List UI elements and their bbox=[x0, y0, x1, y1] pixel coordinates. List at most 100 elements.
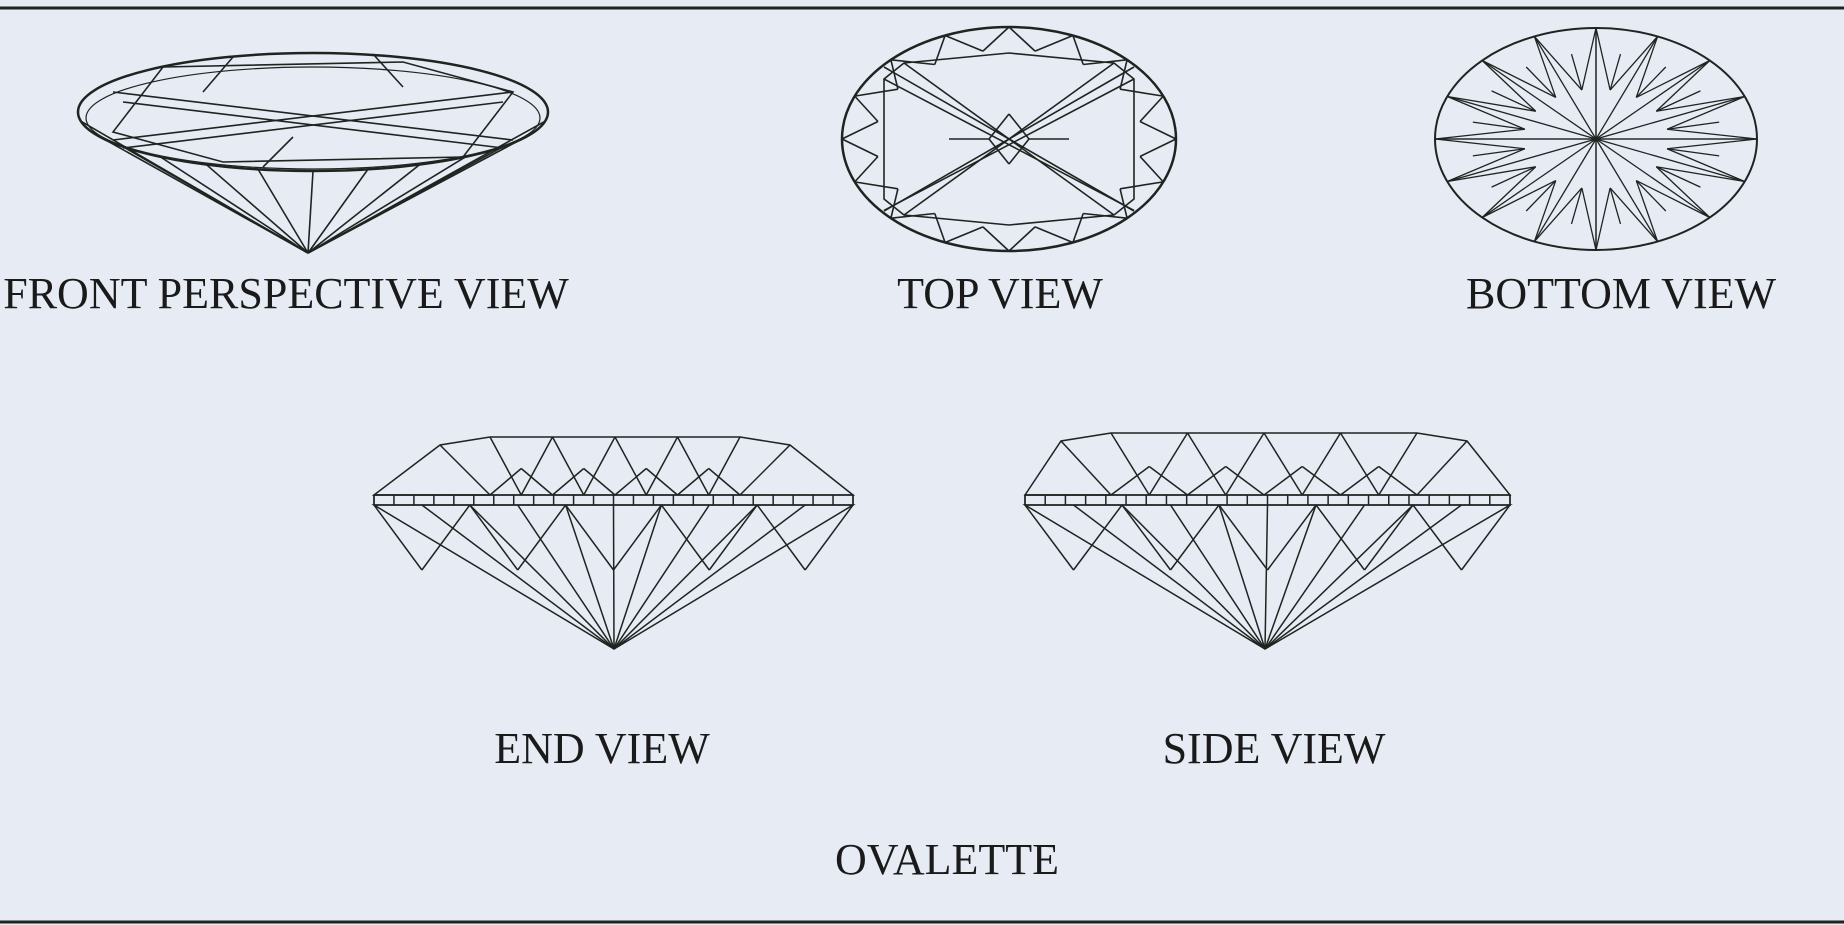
facet-line bbox=[1533, 36, 1597, 140]
facet-outline bbox=[111, 61, 515, 163]
facet-line bbox=[1340, 465, 1380, 496]
facet-line bbox=[645, 436, 679, 496]
facet-line bbox=[1481, 166, 1537, 218]
facet-line bbox=[489, 467, 522, 496]
facet-line bbox=[1595, 138, 1745, 183]
facet-line bbox=[890, 59, 935, 66]
facet-line bbox=[1595, 95, 1745, 140]
facet-line bbox=[1434, 128, 1526, 140]
facet-line bbox=[205, 163, 309, 254]
facet-line bbox=[262, 136, 294, 168]
facet-line bbox=[1119, 181, 1164, 190]
facet-line bbox=[517, 504, 567, 571]
facet-line bbox=[612, 504, 663, 571]
facet-line bbox=[1635, 180, 1667, 212]
facet-line bbox=[1447, 95, 1536, 112]
facet-line bbox=[1570, 187, 1583, 225]
facet-line bbox=[1666, 138, 1758, 150]
facet-line bbox=[982, 226, 1010, 252]
facet-line bbox=[1121, 504, 1172, 571]
facet-line bbox=[1378, 432, 1418, 496]
facet-line bbox=[1034, 34, 1074, 52]
facet-line bbox=[1263, 465, 1303, 496]
facet-line bbox=[1447, 166, 1536, 183]
facet-line bbox=[307, 145, 504, 254]
facet-line bbox=[489, 436, 522, 496]
facet-line bbox=[1024, 504, 1075, 571]
facet-line bbox=[1266, 504, 1317, 571]
facet-line bbox=[676, 436, 710, 496]
facet-line bbox=[1595, 138, 1659, 242]
facet-line bbox=[708, 504, 758, 571]
facet-line bbox=[1447, 95, 1597, 140]
facet-line bbox=[1481, 59, 1597, 140]
facet-outline bbox=[371, 436, 856, 496]
facet-line bbox=[1008, 113, 1030, 140]
facet-line bbox=[1218, 504, 1269, 571]
facet-line bbox=[1378, 465, 1418, 496]
facet-line bbox=[1481, 60, 1537, 112]
facet-line bbox=[944, 34, 984, 52]
facet-line bbox=[934, 35, 946, 65]
facet-outline bbox=[1023, 432, 1512, 496]
facet-line bbox=[1148, 465, 1188, 496]
facet-line bbox=[307, 163, 421, 254]
top-view-label: TOP VIEW bbox=[897, 269, 1103, 318]
facet-line bbox=[469, 504, 519, 571]
facet-line bbox=[564, 504, 615, 571]
facet-line bbox=[1264, 504, 1414, 650]
facet-line bbox=[934, 213, 946, 243]
facet-line bbox=[1218, 504, 1266, 650]
facet-line bbox=[1533, 36, 1583, 91]
facet-line bbox=[1472, 148, 1526, 157]
facet-line bbox=[854, 155, 879, 183]
facet-line bbox=[660, 504, 710, 571]
facet-line bbox=[613, 504, 806, 650]
facet-line bbox=[1656, 166, 1745, 183]
facet-line bbox=[614, 436, 647, 496]
facet-line bbox=[1060, 440, 1112, 496]
facet-line bbox=[854, 95, 879, 123]
facet-line bbox=[708, 436, 741, 496]
facet-line bbox=[1609, 187, 1622, 225]
facet-line bbox=[1083, 59, 1128, 66]
top-view-drawing bbox=[840, 25, 1178, 253]
facet-line bbox=[645, 467, 678, 496]
facet-line bbox=[1119, 59, 1128, 90]
facet-line bbox=[1525, 180, 1557, 212]
facet-line bbox=[944, 226, 984, 244]
facet-line bbox=[421, 504, 615, 650]
front-perspective-drawing bbox=[76, 51, 550, 254]
facet-line bbox=[1581, 27, 1597, 91]
facet-line bbox=[1412, 504, 1463, 571]
facet-line bbox=[1533, 138, 1597, 242]
facet-line bbox=[841, 120, 879, 140]
facet-line bbox=[1656, 95, 1745, 112]
facet-line bbox=[677, 467, 710, 496]
end-view-label: END VIEW bbox=[494, 724, 710, 773]
facet-line bbox=[1301, 432, 1342, 496]
facet-line bbox=[520, 436, 554, 496]
side-view-drawing bbox=[1022, 432, 1513, 650]
facet-line bbox=[1481, 138, 1597, 219]
facet-line bbox=[159, 156, 309, 254]
facet-line bbox=[517, 504, 615, 650]
facet-line bbox=[1666, 128, 1758, 140]
facet-line bbox=[1072, 504, 1123, 571]
facet-line bbox=[1034, 226, 1074, 244]
facet-line bbox=[1595, 187, 1611, 251]
facet-line bbox=[1110, 465, 1150, 496]
facet-line bbox=[202, 56, 234, 93]
facet-line bbox=[1635, 59, 1711, 99]
facet-line bbox=[307, 156, 467, 254]
facet-line bbox=[1264, 504, 1462, 650]
facet-line bbox=[469, 504, 615, 650]
facet-line bbox=[1363, 504, 1414, 571]
facet-line bbox=[551, 436, 585, 496]
facet-line bbox=[1460, 504, 1511, 571]
facet-line bbox=[1481, 179, 1557, 219]
facet-line bbox=[520, 467, 553, 496]
facet-line bbox=[373, 504, 423, 571]
facet-line bbox=[1416, 440, 1468, 496]
